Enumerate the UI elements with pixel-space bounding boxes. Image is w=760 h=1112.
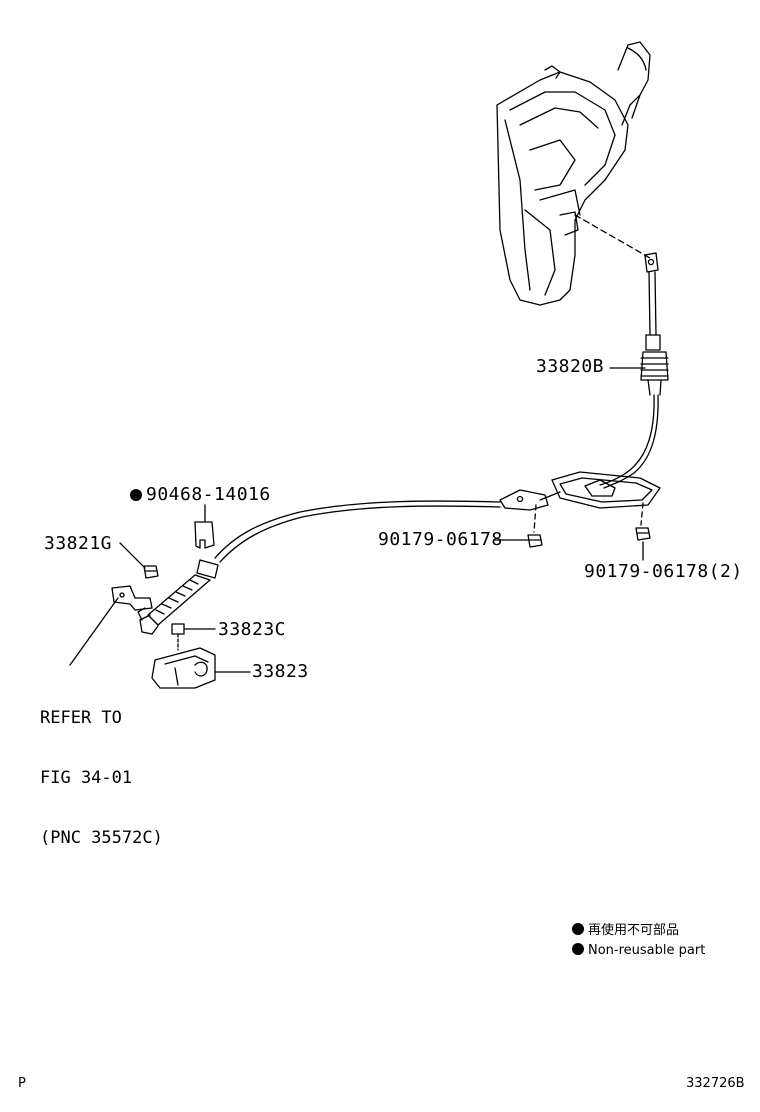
legend-en-text: Non-reusable part [588, 943, 706, 958]
nut-a [527, 534, 543, 548]
part-label-33823c: 33823C [218, 619, 287, 640]
bullet-icon [572, 923, 584, 935]
part-label-33823: 33823 [252, 661, 309, 682]
part-label-90179-06178-a: 90179-06178 [378, 529, 503, 550]
link-dashed [574, 214, 651, 259]
legend-jp: 再使用不可部品 [572, 922, 679, 940]
part-label-90468-text: 90468-14016 [146, 484, 271, 505]
leader-refer [69, 597, 119, 666]
cable-main [214, 500, 501, 563]
cable-bracket [499, 471, 661, 511]
part-label-33820b: 33820B [536, 356, 605, 377]
small-bracket [111, 585, 153, 611]
part-label-90468-14016: 90468-14016 [130, 485, 271, 505]
bullet-icon [572, 943, 584, 955]
dash-nut-b [640, 502, 644, 526]
refer-line-2: FIG 34-01 [40, 768, 133, 788]
figure-number: 332726B [686, 1076, 745, 1091]
leader-33821G [119, 542, 146, 569]
clip [194, 521, 215, 549]
non-reusable-icon [130, 489, 142, 501]
cable-upper [599, 252, 669, 489]
part-label-33821g: 33821G [44, 533, 113, 554]
bracket-33823 [151, 647, 216, 689]
part-label-90179-06178-b: 90179-06178(2) [584, 561, 743, 582]
legend-jp-text: 再使用不可部品 [588, 923, 680, 938]
bolt-33823c [171, 623, 185, 651]
legend-en: Non-reusable part [572, 942, 705, 960]
refer-note: REFER TO FIG 34-01 (PNC 35572C) [40, 668, 163, 868]
footer-left: P [18, 1076, 26, 1091]
dash-nut-a [533, 504, 537, 533]
refer-line-1: REFER TO [40, 708, 122, 728]
refer-line-3: (PNC 35572C) [40, 828, 163, 848]
nut-b [635, 527, 651, 541]
nut-33821g [143, 565, 159, 579]
shift-lever-assembly [496, 41, 651, 306]
